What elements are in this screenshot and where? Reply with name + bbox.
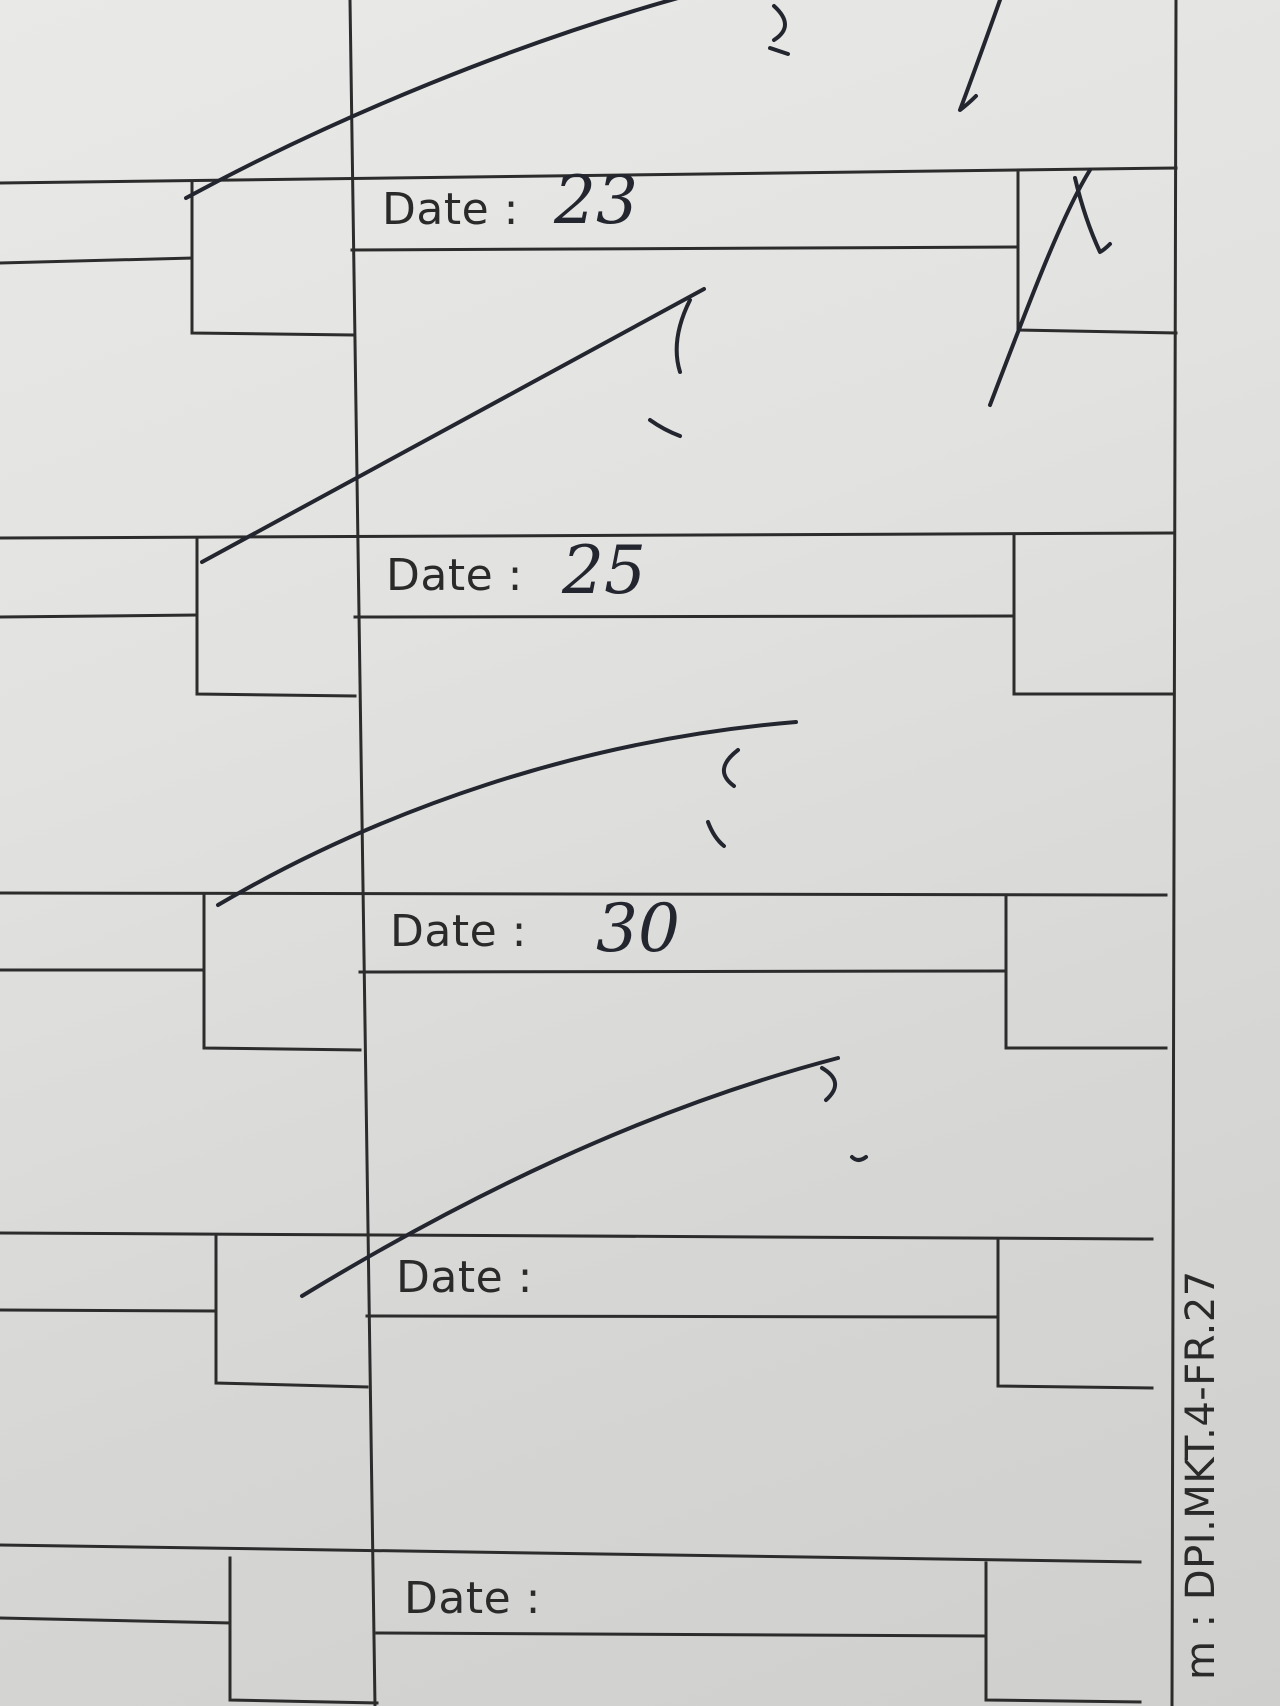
- main-right-rule: [1170, 0, 1178, 1706]
- row-3-lines: [0, 891, 1168, 1052]
- signature-row-1: [184, 0, 1002, 200]
- initial-row-1: [988, 168, 1112, 407]
- signature-row-3: [216, 720, 798, 907]
- row-4-lines: [0, 1231, 1154, 1390]
- date-value-row-2: 25: [562, 532, 646, 609]
- date-value-row-1: 23: [554, 162, 638, 239]
- date-label-row-4: Date :: [396, 1252, 533, 1303]
- date-label-row-3: Date :: [390, 906, 527, 957]
- form-code: m : DPI.MKT.4-FR.27: [1178, 1270, 1224, 1680]
- date-value-row-3: 30: [596, 890, 680, 967]
- date-label-row-5: Date :: [404, 1573, 541, 1624]
- signature-row-4: [300, 1056, 868, 1298]
- main-left-rule: [348, 0, 377, 1706]
- row-2-lines: [0, 531, 1176, 698]
- row-5-lines: [0, 1543, 1142, 1705]
- date-label-row-1: Date :: [382, 184, 519, 235]
- signature-row-2: [200, 287, 706, 564]
- date-label-row-2: Date :: [386, 550, 523, 601]
